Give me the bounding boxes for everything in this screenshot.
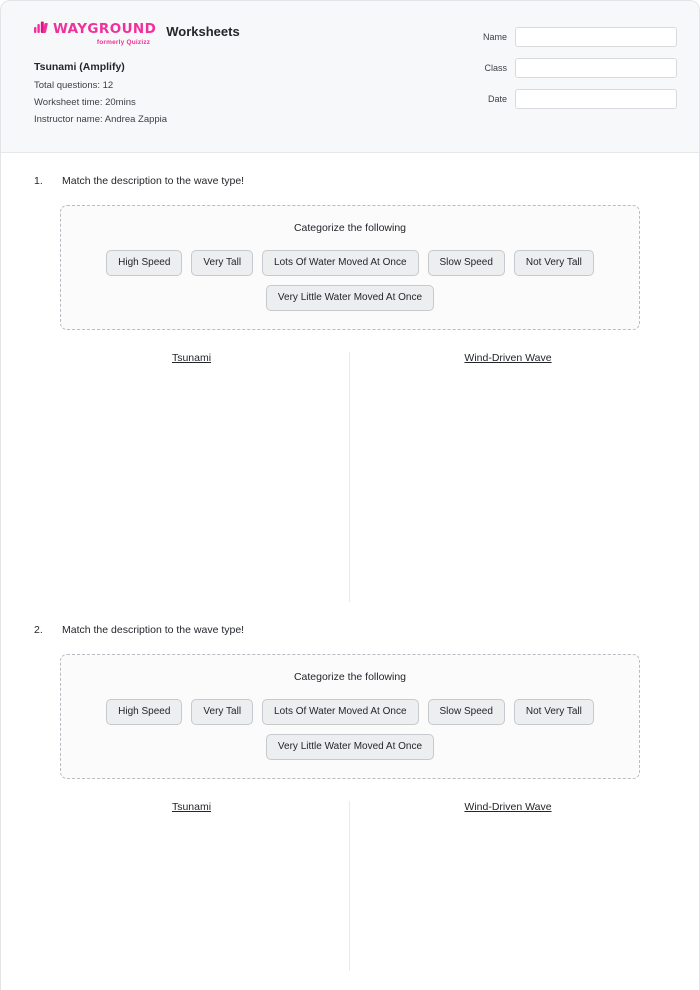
field-row-class: Class: [467, 58, 677, 78]
question-2-header: 2. Match the description to the wave typ…: [34, 624, 666, 636]
question-2-chip-row-1: High Speed Very Tall Lots Of Water Moved…: [75, 699, 625, 725]
answer-drop-zone[interactable]: [42, 370, 341, 598]
brand-row: WAYGROUND formerly Quizizz Worksheets: [34, 21, 240, 47]
field-row-date: Date: [467, 89, 677, 109]
column-header: Wind-Driven Wave: [464, 352, 552, 364]
question-2-chip-row-2: Very Little Water Moved At Once: [75, 734, 625, 760]
column-header: Tsunami: [171, 801, 212, 813]
logo-main: WAYGROUND: [34, 21, 156, 38]
answer-drop-zone[interactable]: [358, 819, 658, 969]
chip-option[interactable]: Slow Speed: [427, 699, 505, 725]
class-label: Class: [484, 63, 507, 73]
question-1-chip-row-2: Very Little Water Moved At Once: [75, 285, 625, 311]
meta-worksheet-time: Worksheet time: 20mins: [34, 96, 136, 108]
question-1-categorize-title: Categorize the following: [293, 222, 407, 234]
wave-bars-icon: [34, 21, 50, 38]
question-1-prompt: Match the description to the wave type!: [62, 175, 245, 187]
date-label: Date: [487, 94, 507, 104]
chip-option[interactable]: High Speed: [106, 250, 183, 276]
class-input[interactable]: [515, 58, 677, 78]
answer-drop-zone[interactable]: [42, 819, 341, 969]
worksheet-header: WAYGROUND formerly Quizizz Worksheets Ts…: [1, 1, 699, 153]
question-2-categorize-title: Categorize the following: [293, 671, 407, 683]
question-1-header: 1. Match the description to the wave typ…: [34, 175, 666, 187]
wayground-logo: WAYGROUND formerly Quizizz: [34, 21, 156, 47]
question-1-column-tsunami: Tsunami: [34, 352, 350, 602]
chip-option[interactable]: Lots Of Water Moved At Once: [262, 699, 419, 725]
question-2-number: 2.: [34, 624, 43, 636]
logo-subtitle: formerly Quizizz: [96, 39, 151, 46]
answer-drop-zone[interactable]: [358, 370, 658, 598]
name-input[interactable]: [515, 27, 677, 47]
field-row-name: Name: [467, 27, 677, 47]
question-1-categorize-box: Categorize the following High Speed Very…: [60, 205, 640, 330]
chip-option[interactable]: Lots Of Water Moved At Once: [262, 250, 419, 276]
question-2-prompt: Match the description to the wave type!: [62, 624, 245, 636]
app-title: Worksheets: [166, 24, 240, 40]
chip-option[interactable]: Very Tall: [191, 699, 254, 725]
question-2-answer-area: Tsunami Wind-Driven Wave: [34, 801, 666, 971]
question-2-categorize-box: Categorize the following High Speed Very…: [60, 654, 640, 779]
chip-option[interactable]: Very Little Water Moved At Once: [265, 285, 435, 311]
chip-option[interactable]: Very Tall: [191, 250, 254, 276]
meta-total-questions: Total questions: 12: [34, 79, 114, 91]
column-header: Wind-Driven Wave: [464, 801, 552, 813]
date-input[interactable]: [515, 89, 677, 109]
question-2-column-wind-driven-wave: Wind-Driven Wave: [350, 801, 666, 971]
question-2-column-tsunami: Tsunami: [34, 801, 350, 971]
chip-option[interactable]: Very Little Water Moved At Once: [265, 734, 435, 760]
question-1: 1. Match the description to the wave typ…: [1, 153, 699, 602]
student-info-form: Name Class Date: [467, 19, 677, 120]
logo-wordmark: WAYGROUND: [53, 20, 157, 37]
question-1-chip-row-1: High Speed Very Tall Lots Of Water Moved…: [75, 250, 625, 276]
question-1-number: 1.: [34, 175, 43, 187]
name-label: Name: [482, 32, 507, 42]
chip-option[interactable]: Not Very Tall: [513, 699, 594, 725]
column-header: Tsunami: [171, 352, 212, 364]
worksheet-title: Tsunami (Amplify): [34, 60, 125, 73]
chip-option[interactable]: High Speed: [106, 699, 183, 725]
question-1-column-wind-driven-wave: Wind-Driven Wave: [350, 352, 666, 602]
question-1-answer-area: Tsunami Wind-Driven Wave: [34, 352, 666, 602]
header-info: WAYGROUND formerly Quizizz Worksheets Ts…: [34, 19, 240, 131]
chip-option[interactable]: Not Very Tall: [513, 250, 594, 276]
chip-option[interactable]: Slow Speed: [427, 250, 505, 276]
question-2: 2. Match the description to the wave typ…: [1, 602, 699, 971]
meta-instructor-name: Instructor name: Andrea Zappia: [34, 113, 168, 125]
